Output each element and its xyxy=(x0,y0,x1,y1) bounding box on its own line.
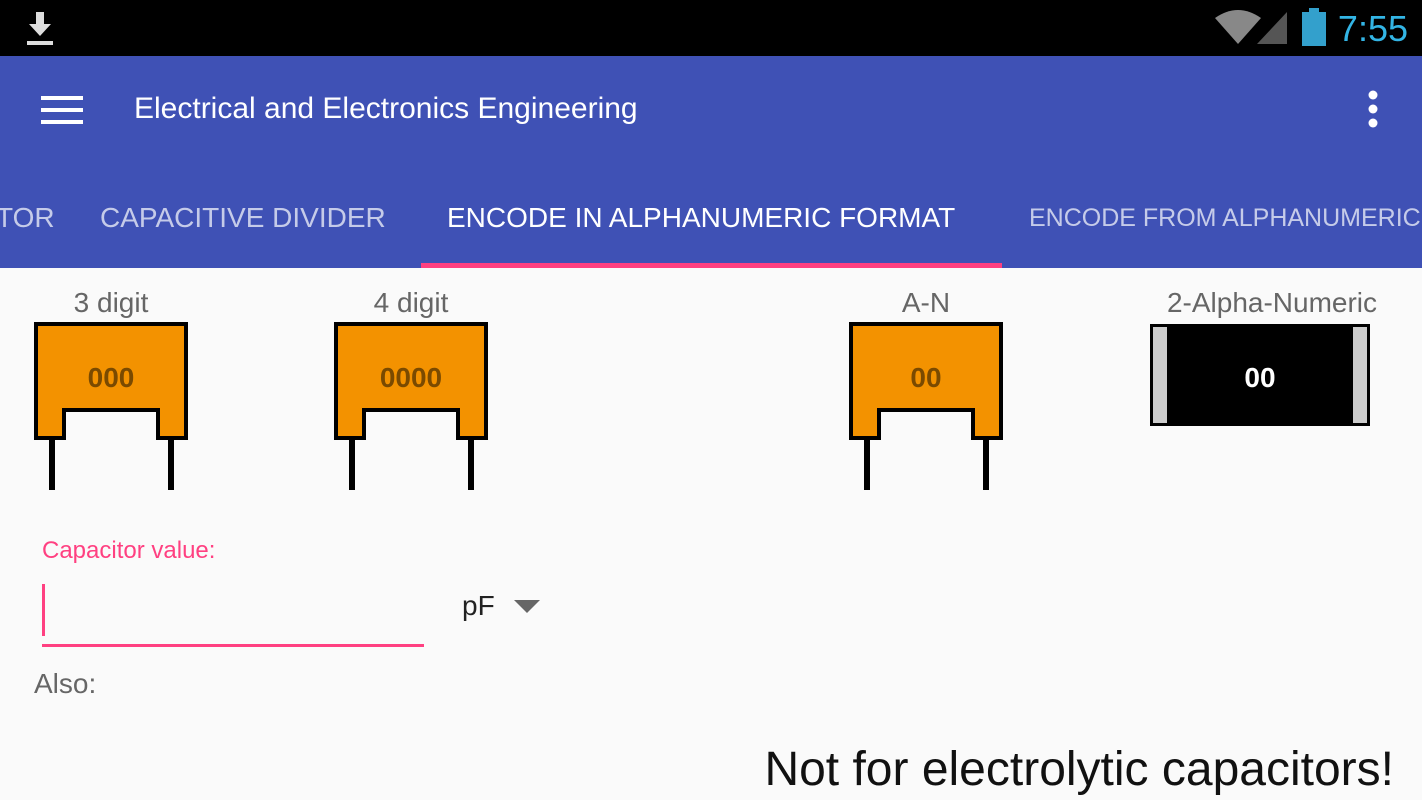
also-label: Also: xyxy=(34,668,97,699)
unit-dropdown[interactable]: pF xyxy=(462,590,552,630)
dropdown-arrow-icon xyxy=(514,600,540,613)
wifi-icon xyxy=(1215,10,1261,44)
label-4-digit: 4 digit xyxy=(373,287,449,318)
capacitor-a-n-icon xyxy=(849,322,1003,490)
unit-selected: pF xyxy=(462,590,495,621)
text-cursor xyxy=(42,584,45,636)
warning-note: Not for electrolytic capacitors! xyxy=(764,743,1394,796)
status-bar: 7:55 xyxy=(0,0,1422,56)
tab-partial[interactable]: TOR xyxy=(0,202,55,233)
app-bar: Electrical and Electronics Engineering T… xyxy=(0,56,1422,268)
clock: 7:55 xyxy=(1337,8,1408,49)
label-2-alpha-numeric: 2-Alpha-Numeric xyxy=(1166,287,1378,318)
capacitor-4-digit-icon xyxy=(334,322,488,490)
code-4-digit: 0000 xyxy=(379,362,443,393)
battery-icon xyxy=(1302,8,1326,46)
code-3-digit: 000 xyxy=(87,362,135,393)
capacitor-3-digit-icon xyxy=(34,322,188,490)
label-a-n: A-N xyxy=(901,287,951,318)
tab-indicator xyxy=(421,263,1002,268)
app-title: Electrical and Electronics Engineering xyxy=(134,92,638,125)
code-a-n: 00 xyxy=(910,362,942,393)
menu-icon[interactable] xyxy=(41,96,83,124)
smd-component-icon xyxy=(1150,324,1370,426)
label-3-digit: 3 digit xyxy=(73,287,149,318)
download-icon xyxy=(27,12,53,45)
tab-encode-from-alphanumeric[interactable]: ENCODE FROM ALPHANUMERIC xyxy=(1029,204,1421,232)
capacitor-value-input[interactable] xyxy=(42,582,424,647)
capacitor-value-label: Capacitor value: xyxy=(42,537,216,564)
code-2-alpha-numeric: 00 xyxy=(1244,362,1276,393)
signal-icon xyxy=(1257,12,1287,44)
tab-capacitive-divider[interactable]: CAPACITIVE DIVIDER xyxy=(100,202,386,233)
more-options-icon[interactable] xyxy=(1366,90,1380,130)
tab-encode-alphanumeric[interactable]: ENCODE IN ALPHANUMERIC FORMAT xyxy=(447,202,956,233)
